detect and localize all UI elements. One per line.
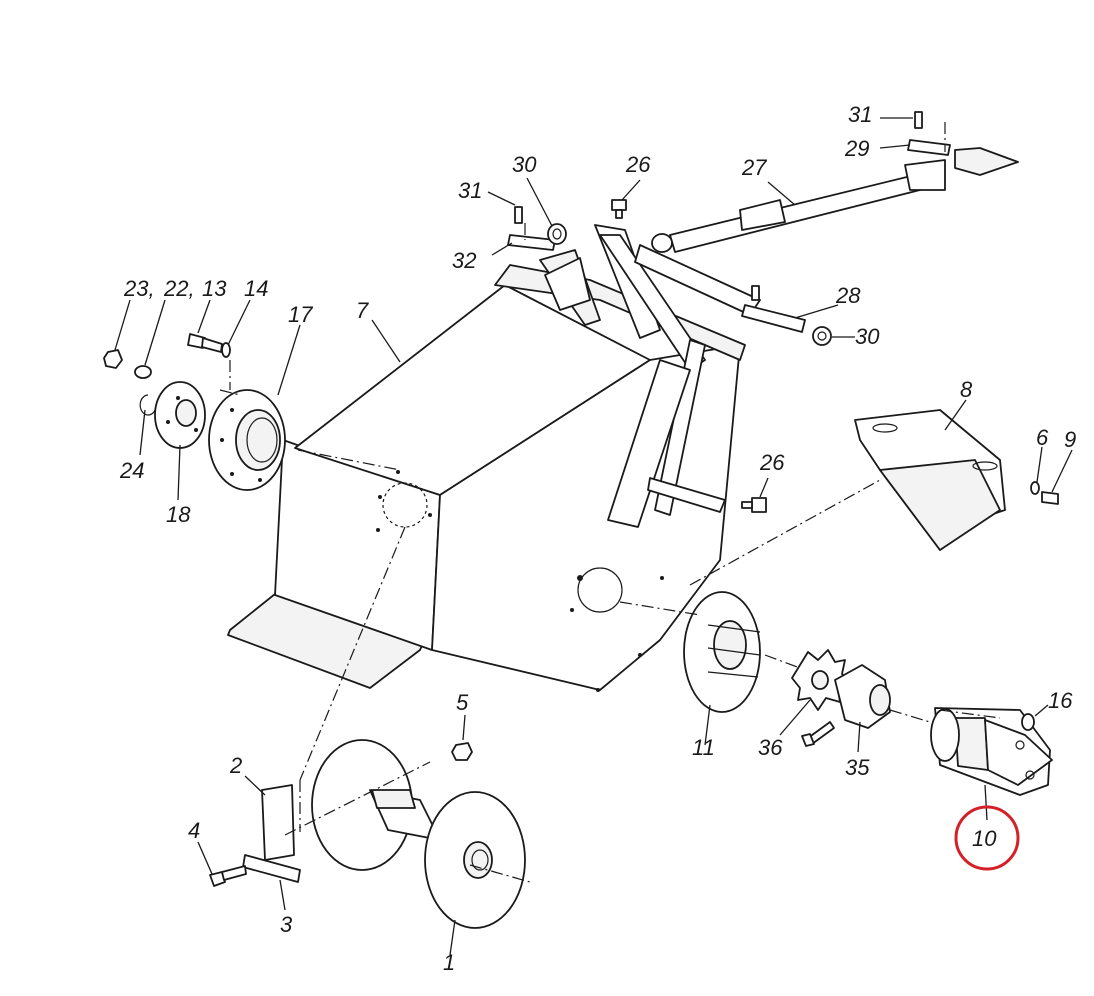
callout-29: 29 <box>844 136 869 161</box>
leader-lines <box>114 117 1073 956</box>
flange-part-18 <box>154 381 206 449</box>
disc-part-1 <box>311 739 526 929</box>
callout-32: 32 <box>452 248 476 273</box>
callout-36: 36 <box>758 735 783 760</box>
nut-part-23 <box>103 349 123 369</box>
nut-part-30-right <box>812 326 832 346</box>
hitch-frame <box>539 224 761 528</box>
bolt-part-9 <box>1041 491 1059 505</box>
callout-35: 35 <box>845 755 870 780</box>
circlip-part-24 <box>139 394 157 416</box>
link-arm-part-27 <box>651 147 1019 253</box>
callout-13: 13 <box>202 276 227 301</box>
callout-8: 8 <box>960 377 973 402</box>
housing-part-7 <box>227 264 746 692</box>
bolt-part-35-screw <box>801 721 835 747</box>
bolt-part-4 <box>209 865 247 887</box>
callout-30-right: 30 <box>855 324 880 349</box>
coupling-part-35 <box>834 664 891 729</box>
callout-1: 1 <box>443 950 455 975</box>
callout-7: 7 <box>356 298 369 323</box>
bolt-part-26-top <box>611 199 627 219</box>
nut-part-30-top <box>547 223 567 245</box>
bolt-part-13 <box>187 333 223 353</box>
callout-30-top: 30 <box>512 152 537 177</box>
knife-holder-part-2 <box>261 784 295 861</box>
bearing-flange-part-17 <box>208 389 286 491</box>
callout-31-left: 31 <box>458 178 482 203</box>
pin-part-29 <box>907 139 951 156</box>
callout-10: 10 <box>972 826 997 851</box>
clamp-plate-part-3 <box>242 854 301 883</box>
callout-5: 5 <box>456 690 469 715</box>
callout-14: 14 <box>244 276 268 301</box>
callout-16: 16 <box>1048 688 1073 713</box>
shield-part-8 <box>854 409 1006 551</box>
callout-24: 24 <box>119 458 144 483</box>
pin-part-31-right <box>914 111 923 129</box>
nut-part-5 <box>451 742 473 761</box>
callout-31-right: 31 <box>848 102 872 127</box>
bolt-part-26-mid <box>741 497 767 513</box>
pin-part-28 <box>741 285 806 333</box>
callout-22: 22, <box>163 276 195 301</box>
pin-part-32 <box>507 234 556 251</box>
callout-9: 9 <box>1064 427 1076 452</box>
callout-labels: 1 2 3 4 5 6 7 8 9 10 11 13 14 16 17 18 2… <box>119 102 1076 975</box>
callout-18: 18 <box>166 502 191 527</box>
assembly-paths <box>219 122 1001 883</box>
washer-part-6 <box>1030 481 1040 495</box>
washer-part-22 <box>134 365 152 379</box>
callout-23: 23, <box>123 276 155 301</box>
callout-6: 6 <box>1036 425 1049 450</box>
callout-26-top: 26 <box>625 152 651 177</box>
bolt-part-16 <box>1021 713 1035 731</box>
callout-2: 2 <box>229 753 242 778</box>
callout-28: 28 <box>835 283 861 308</box>
callout-26-mid: 26 <box>759 450 785 475</box>
callout-4: 4 <box>188 818 200 843</box>
callout-17: 17 <box>288 302 313 327</box>
pin-part-31-left <box>514 206 523 224</box>
callout-11: 11 <box>692 735 715 760</box>
hydraulic-motor-part-10 <box>930 707 1053 796</box>
callout-3: 3 <box>280 912 293 937</box>
callout-27: 27 <box>741 155 767 180</box>
washer-part-14 <box>221 342 231 358</box>
highlight-circle <box>954 805 1020 871</box>
drive-flange-part-11 <box>683 591 761 713</box>
